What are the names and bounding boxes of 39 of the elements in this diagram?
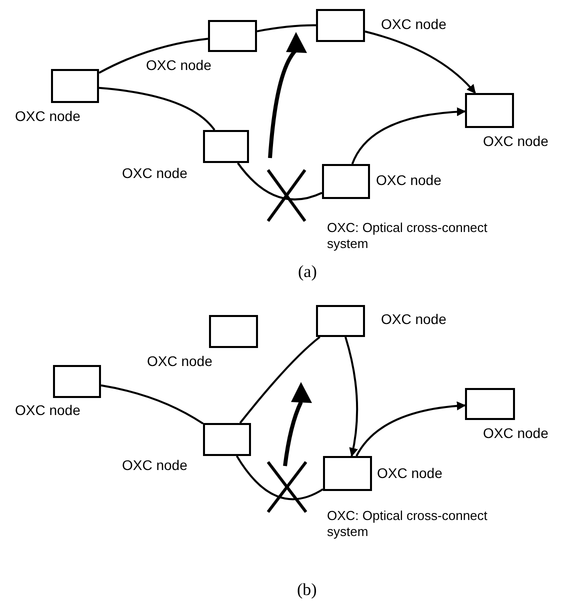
node-box [203,130,249,163]
node-label: OXC node [15,108,80,124]
node-label: OXC node [122,457,188,473]
panel-caption: (a) [298,262,317,282]
arrow [356,402,466,456]
connection-line [100,384,204,424]
arrow [351,107,466,164]
node-label: OXC node [483,425,548,441]
node-label: OXC node [483,133,548,149]
node-label: OXC node [376,172,442,188]
node-box [51,69,99,103]
arrow [344,336,358,457]
connection-line [256,24,316,32]
node-box [208,20,257,52]
node-label: OXC node [122,165,188,181]
node-box [465,388,515,420]
panel-caption: (b) [297,580,317,600]
node-label: OXC node [146,57,212,73]
node-box [465,93,514,128]
note-text: OXC: Optical cross-connect system [327,220,488,252]
node-box [203,423,251,456]
node-box [53,365,101,398]
node-box [323,456,372,491]
node-box [322,164,370,199]
note-text: OXC: Optical cross-connect system [327,508,488,540]
node-label: OXC node [147,353,212,369]
arrow [364,30,476,94]
node-label: OXC node [15,402,80,418]
connection-line [236,455,324,500]
connection-line [237,162,322,200]
connection-line [98,38,208,74]
node-label: OXC node [381,311,446,327]
node-label: OXC node [381,16,446,32]
connection-line [98,86,216,131]
node-label: OXC node [377,465,442,481]
node-box [209,315,258,348]
node-box [316,305,365,337]
node-box [316,9,365,42]
connection-line [239,336,320,424]
